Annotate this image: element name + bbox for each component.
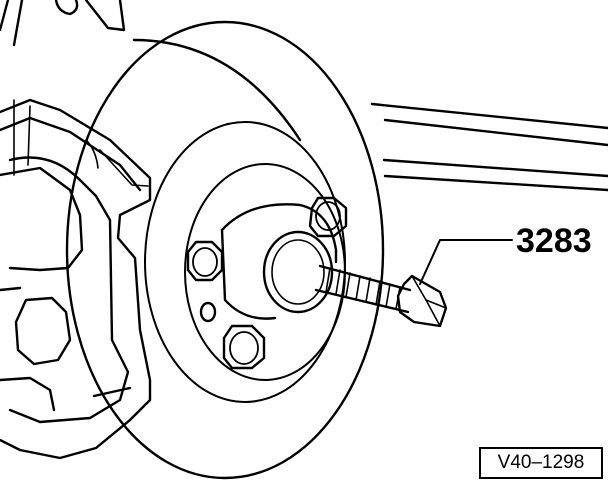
wheel-nut-left <box>186 240 224 282</box>
drive-shaft <box>370 102 608 192</box>
brake-caliper <box>0 98 152 460</box>
leader-line <box>419 239 513 285</box>
strut <box>0 0 126 47</box>
wheel-nut-bottom <box>222 324 266 370</box>
tool-number-label: 3283 <box>516 222 592 260</box>
brake-disc <box>65 20 385 480</box>
wheel-nut-top <box>308 196 348 238</box>
stud-hole <box>199 301 217 323</box>
wheel-hub <box>220 203 338 320</box>
reference-code-box: V40–1298 <box>479 447 603 479</box>
